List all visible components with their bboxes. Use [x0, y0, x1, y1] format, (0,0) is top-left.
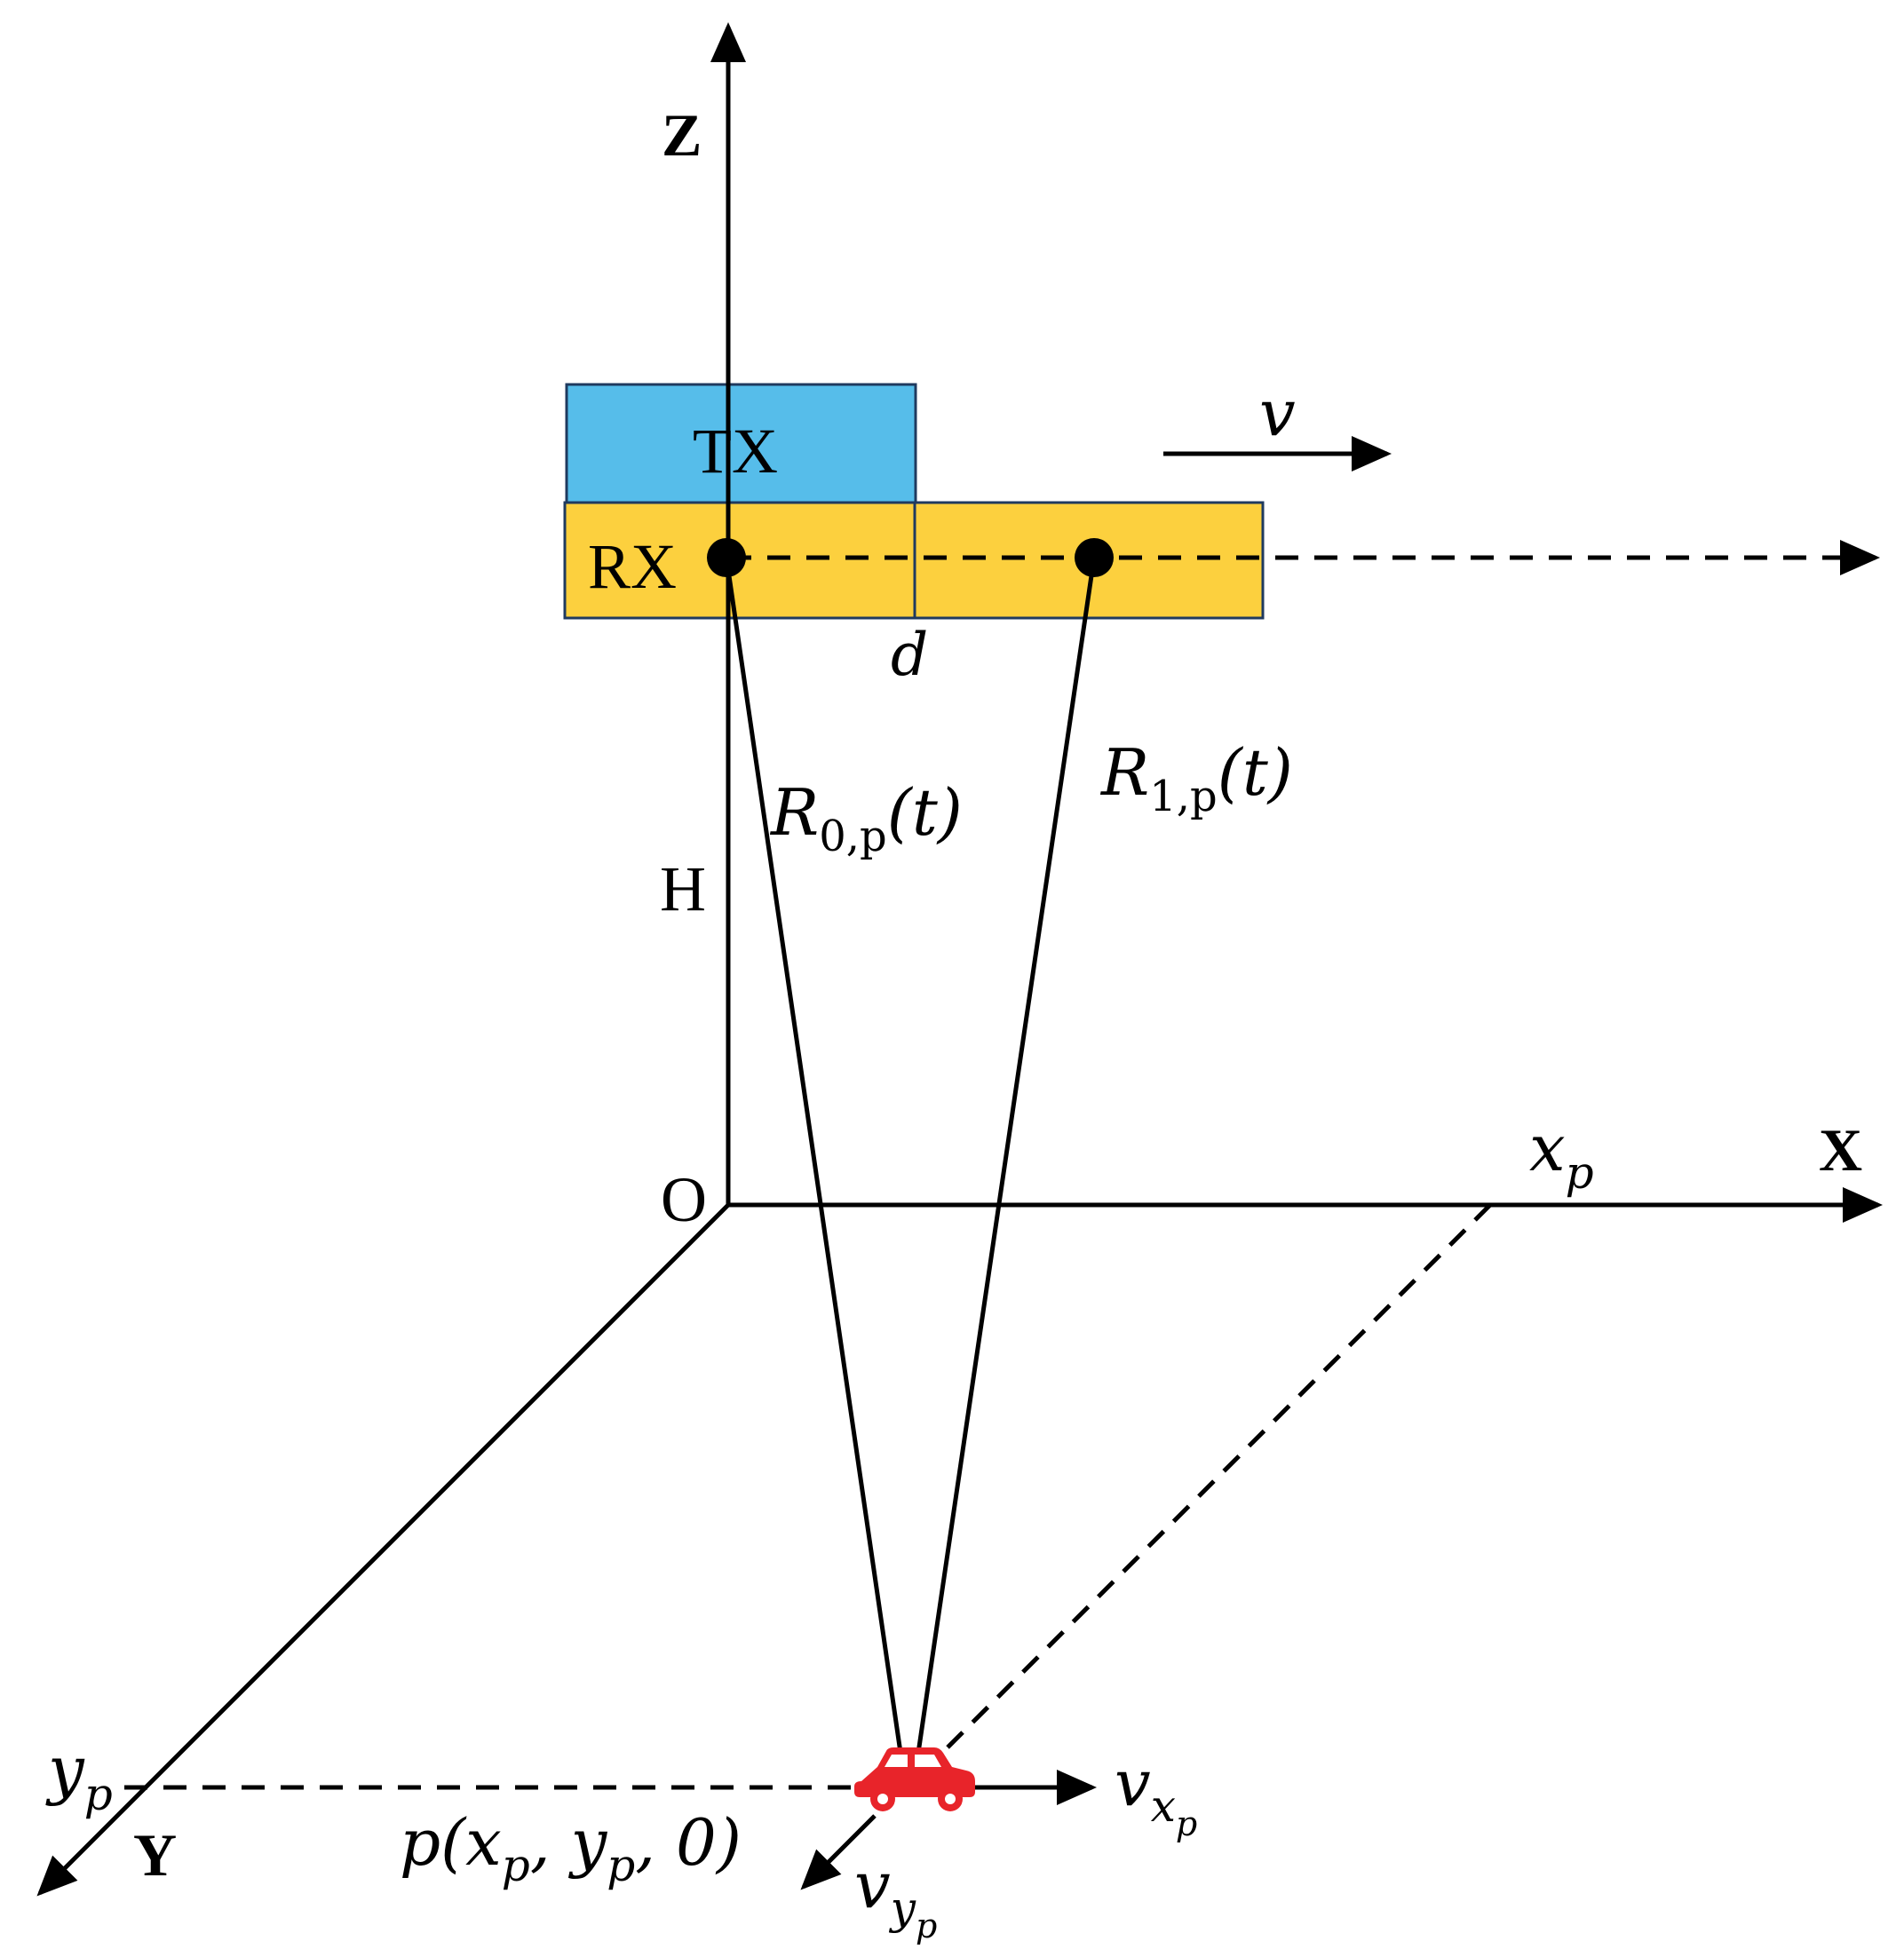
- range-line-1: [910, 557, 1097, 1790]
- tx-label: TX: [693, 416, 778, 487]
- height-label: H: [660, 853, 706, 924]
- target-point-label: p(xp, yp, 0): [400, 1805, 742, 1891]
- range-line-0: [724, 557, 908, 1790]
- range-1-label: R1,p(t): [1099, 735, 1293, 821]
- car-icon: [854, 1747, 975, 1811]
- y-axis-label: Y: [133, 1821, 177, 1889]
- range-0-label: R0,p(t): [769, 775, 963, 861]
- yp-label: yp: [45, 1732, 113, 1820]
- z-axis-label: Z: [662, 101, 702, 169]
- origin-label: O: [661, 1164, 707, 1235]
- vyp-label: vyp: [854, 1848, 937, 1945]
- xp-label: xp: [1529, 1111, 1594, 1199]
- vyp-arrow: [800, 1814, 877, 1890]
- tx-box: [565, 383, 917, 504]
- rx-label: RX: [588, 531, 677, 602]
- vxp-label: vxp: [1115, 1746, 1197, 1843]
- y-axis: [36, 1203, 730, 1897]
- velocity-label: v: [1259, 376, 1296, 450]
- xp-dashed-line: [913, 1203, 1492, 1782]
- spacing-label: d: [891, 621, 928, 689]
- x-axis-label: X: [1819, 1116, 1862, 1184]
